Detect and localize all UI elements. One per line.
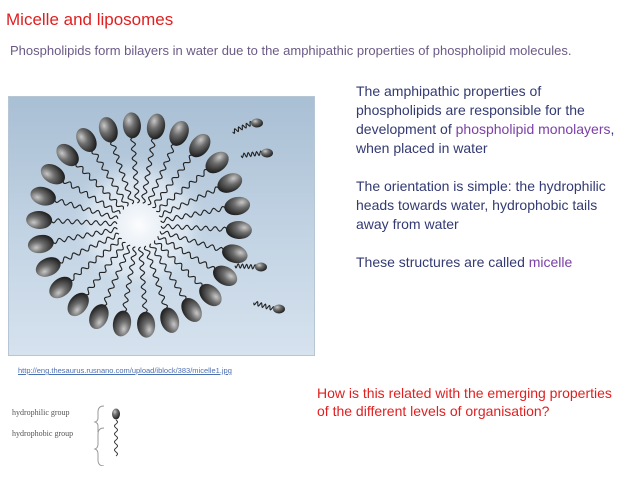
phospholipid-tail [75, 163, 125, 210]
paragraph-micelle: These structures are called micelle [356, 253, 626, 272]
phospholipid-tail [158, 186, 220, 218]
phospholipid-head [98, 117, 118, 143]
phospholipid-head [56, 143, 79, 167]
phospholipid-head [137, 311, 156, 338]
phospholipid-tail [137, 246, 148, 314]
highlight-micelle: micelle [528, 254, 573, 270]
phospholipid-tail [143, 245, 168, 310]
phospholipid-head [49, 276, 73, 299]
phospholipid-head [189, 133, 211, 158]
phospholipid-head [146, 113, 166, 140]
free-phospholipid-head [255, 262, 267, 272]
question-text: How is this related with the emerging pr… [317, 385, 612, 419]
phospholipid-tail [85, 241, 126, 296]
phospholipid-head [160, 307, 180, 333]
phospholipid-head [213, 265, 238, 286]
phospholipid-tail [147, 143, 175, 206]
phospholipid-tail [156, 168, 208, 213]
phospholipid-head [205, 151, 229, 174]
free-phospholipid-tail [240, 150, 263, 159]
phospholipid-tail [149, 243, 187, 300]
phospholipid-tail [58, 232, 120, 264]
phospholipid-tail [157, 236, 216, 270]
phospholipid-tail [62, 180, 121, 214]
phospholipid-head [35, 257, 61, 277]
phospholipid-head [26, 210, 53, 230]
brace-hydrophilic-icon [93, 405, 105, 432]
paragraph-orientation: The orientation is simple: the hydrophil… [356, 178, 606, 232]
phospholipid-tail [160, 223, 228, 232]
paragraph-monolayers-part1: The amphipathic properties of phospholip… [356, 83, 585, 137]
legend-hydrophilic-label: hydrophilic group [12, 408, 70, 417]
phospholipid-tail [122, 246, 137, 313]
legend-hydrophobic-label: hydrophobic group [12, 429, 74, 438]
phospholipid-head [112, 310, 132, 337]
paragraph-monolayers: The amphipathic properties of phospholip… [356, 82, 626, 158]
slide-subtitle: Phospholipids form bilayers in water due… [10, 43, 572, 58]
phospholipid-tail [159, 230, 224, 252]
image-source-link[interactable]: http://eng.thesaurus.rusnano.com/upload/… [18, 366, 232, 375]
paragraph-micelle-part1: These structures are called [356, 254, 529, 270]
legend-graphic [93, 405, 120, 466]
phospholipid-tail [54, 198, 119, 220]
phospholipid-head [27, 234, 54, 254]
phospholipid-tail [103, 244, 131, 307]
brace-hydrophobic-icon [93, 427, 105, 466]
phospholipid-head [169, 120, 189, 146]
phospholipid-head [89, 304, 109, 330]
phospholipid-tail [141, 137, 156, 204]
phospholipid-tail [153, 240, 203, 287]
phospholipid-head [122, 112, 141, 139]
free-phospholipid-head [261, 148, 273, 158]
phospholipid-head [67, 292, 89, 317]
phospholipid-tail [50, 218, 118, 227]
explanation-text: The amphipathic properties of phospholip… [356, 82, 626, 291]
micelle-diagram [26, 112, 285, 338]
paragraph-monolayers-part2: , when placed in water [356, 121, 615, 156]
highlight-phospholipid-monolayers: phospholipid monolayers [455, 121, 611, 137]
free-phospholipid-tail [253, 300, 275, 311]
phospholipid-head [181, 297, 202, 323]
phospholipid-head-icon [112, 408, 120, 420]
slide-title: Micelle and liposomes [6, 10, 174, 29]
phospholipid-head [30, 186, 56, 206]
phospholipid-head [222, 244, 248, 264]
micelle-illustration [8, 96, 315, 356]
phospholipid-legend: hydrophilic group hydrophobic group [12, 404, 162, 466]
phospholipid-tail [130, 136, 141, 204]
phospholipid-head [199, 283, 222, 307]
phospholipid-tail [52, 226, 118, 245]
phospholipid-tail [70, 237, 122, 282]
free-phospholipid-tail [232, 120, 253, 135]
free-phospholipid-tail [234, 263, 257, 270]
phospholipid-tail [110, 140, 135, 205]
phospholipid-tail [160, 205, 226, 224]
phospholipid-head [76, 127, 97, 153]
free-phospholipid-head [251, 118, 263, 128]
phospholipid-head [224, 196, 251, 216]
phospholipid-tail-icon [114, 419, 118, 457]
phospholipid-tail [152, 154, 193, 209]
phospholipid-head [225, 220, 252, 240]
phospholipid-head [40, 164, 65, 185]
phospholipid-head [217, 173, 243, 193]
phospholipid-tail [91, 150, 129, 207]
free-phospholipid-head [273, 304, 285, 314]
